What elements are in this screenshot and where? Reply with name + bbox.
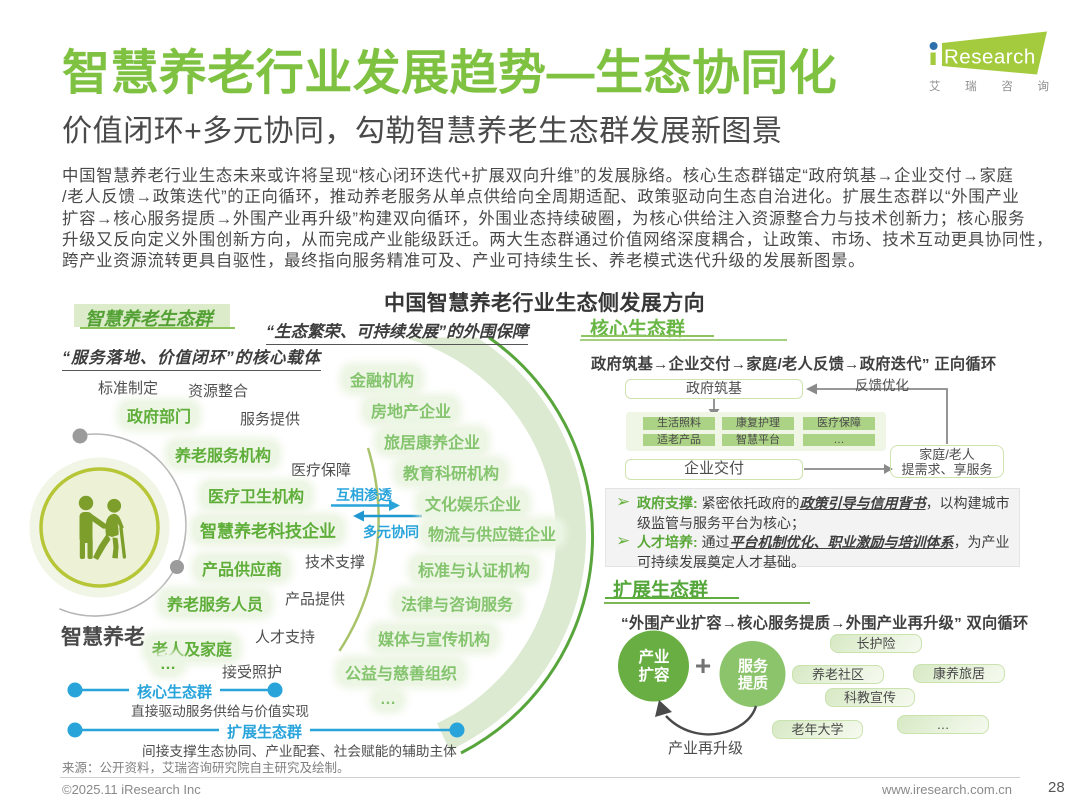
svg-text:提质: 提质 (738, 674, 768, 692)
svg-text:扩容: 扩容 (638, 665, 670, 684)
svg-text:产业: 产业 (638, 647, 669, 666)
svg-text:服务: 服务 (738, 657, 769, 675)
svg-text:Research: Research (944, 46, 1036, 69)
svg-text:+: + (695, 650, 711, 681)
